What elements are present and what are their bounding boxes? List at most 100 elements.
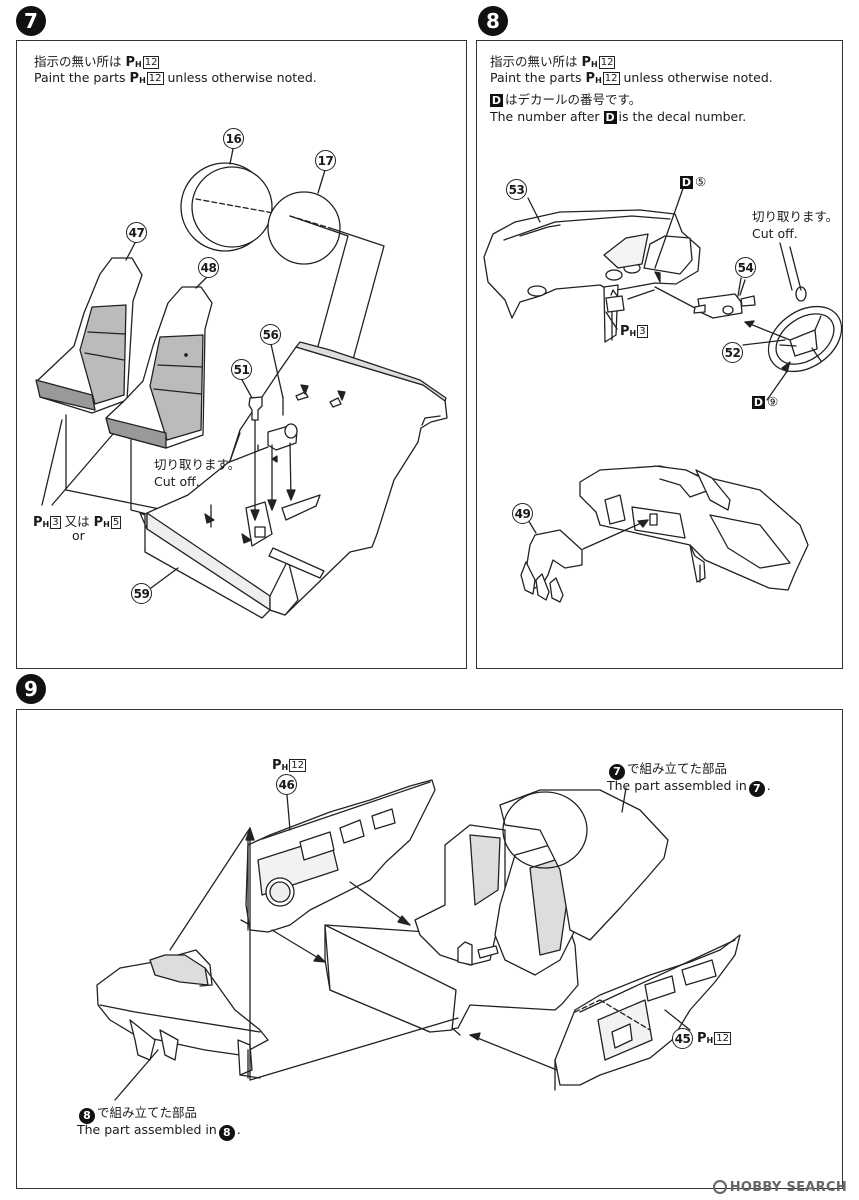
part-56-label: 56: [260, 324, 281, 345]
from-7-en-text: The part assembled in: [607, 778, 747, 793]
step-8-ref-badge: 8: [218, 1125, 235, 1141]
part-46-label: 46: [276, 774, 297, 795]
part-45-door-panel-right-drawing: [554, 934, 741, 1091]
part-16-lens-drawing: [180, 162, 291, 252]
step-8-note-en-pre: Paint the parts: [490, 70, 582, 85]
ph-paint-icon: PH: [272, 758, 289, 773]
part-49-pedals-drawing: [520, 529, 583, 603]
part-51-shift-knob-drawing: [248, 396, 263, 521]
part-59-floor-pan-drawing: [139, 341, 448, 619]
paint-code-box: 3: [637, 325, 648, 338]
step-8-ref-badge: 8: [79, 1108, 95, 1124]
step-7-cut-off-en: Cut off.: [154, 474, 200, 489]
part-17-lens-drawing: [267, 191, 385, 401]
assembled-floor-step-9-drawing: [324, 789, 669, 1036]
part-48-seat-drawing: [105, 286, 213, 449]
step-7-badge: 7: [16, 6, 46, 36]
part-52-label: 52: [722, 342, 743, 363]
ph-paint-icon: PH: [581, 55, 598, 70]
decal-note-en-pre: The number after: [490, 109, 600, 124]
step-8-dash-lower-drawing: [579, 465, 809, 591]
decal-d-icon: D: [603, 111, 617, 124]
paint-code-box: 5: [110, 516, 122, 529]
paint-code-box: 12: [598, 56, 616, 69]
ph-paint-icon: PH: [585, 71, 602, 86]
decal-note-en-post: is the decal number.: [618, 109, 747, 124]
watermark-logo-icon: [712, 1180, 727, 1194]
part-47-seat-drawing: [35, 257, 143, 414]
part-16-label: 16: [223, 128, 244, 149]
part-46-door-panel-left-drawing: [240, 779, 436, 933]
ph-paint-icon: PH: [33, 515, 50, 530]
part-54-switch-drawing: [654, 279, 756, 319]
part-17-label: 17: [315, 150, 336, 171]
step-8-cut-off-en: Cut off.: [752, 226, 798, 241]
part-54-label: 54: [735, 257, 756, 278]
part-45-label: 45: [672, 1028, 693, 1049]
assembled-dashboard-step-9-drawing: [96, 949, 269, 1079]
part-53-label: 53: [506, 179, 527, 200]
from-7-jp-text: で組み立てた部品: [627, 761, 728, 776]
part-59-label: 59: [131, 583, 152, 604]
decal-number-9: ⑨: [767, 394, 779, 409]
ph-paint-icon: PH: [129, 71, 146, 86]
period: .: [766, 778, 771, 793]
part-47-label: 47: [126, 222, 147, 243]
period: .: [236, 1122, 241, 1137]
part-51-label: 51: [231, 359, 252, 380]
ph-paint-icon: PH: [93, 515, 110, 530]
ph-paint-icon: PH: [125, 55, 142, 70]
ph-paint-icon: PH: [620, 324, 637, 339]
decal-d-icon: D: [680, 176, 693, 189]
step-7-note-jp-text: 指示の無い所は: [34, 54, 122, 69]
seat-or-jp: 又は: [64, 514, 90, 529]
watermark-text: HOBBY SEARCH: [729, 1180, 847, 1195]
decal-d-icon: D: [490, 94, 503, 107]
step-7-ref-badge: 7: [748, 781, 765, 797]
part-48-label: 48: [198, 257, 219, 278]
step-7-note-en-pre: Paint the parts: [34, 70, 126, 85]
from-8-en-text: The part assembled in: [77, 1122, 217, 1137]
step-7-seat-paint-or-en: or: [72, 528, 85, 543]
step-8-note-en-post: unless otherwise noted.: [623, 70, 773, 85]
decal-note-jp-text: はデカールの番号です。: [505, 92, 642, 107]
paint-code-box: 12: [142, 56, 160, 69]
from-8-jp-text: で組み立てた部品: [97, 1105, 198, 1120]
part-56-handbrake-drawing: [257, 396, 298, 511]
paint-code-box: 12: [146, 72, 164, 85]
step-7-ref-badge: 7: [609, 764, 625, 780]
part-52-steering-wheel-drawing: [744, 246, 843, 401]
step-8-note-jp-text: 指示の無い所は: [490, 54, 578, 69]
hobby-search-watermark: HOBBY SEARCH: [712, 1180, 847, 1195]
paint-code-box: 3: [50, 516, 61, 529]
step-8-cut-off-jp: 切り取ります。: [752, 209, 839, 224]
step-9-badge: 9: [16, 674, 46, 704]
decal-number-5: ⑤: [695, 174, 707, 189]
paint-code-box: 12: [714, 1032, 731, 1045]
part-53-dashboard-drawing: [483, 179, 701, 343]
step-7-cut-off-jp: 切り取ります。: [154, 457, 241, 472]
decal-d-icon: D: [752, 396, 765, 409]
ph-paint-icon: PH: [696, 1031, 714, 1046]
step-8-badge: 8: [478, 6, 508, 36]
part-49-label: 49: [512, 503, 533, 524]
paint-code-box: 12: [602, 72, 620, 85]
step-7-note-en-post: unless otherwise noted.: [167, 70, 317, 85]
